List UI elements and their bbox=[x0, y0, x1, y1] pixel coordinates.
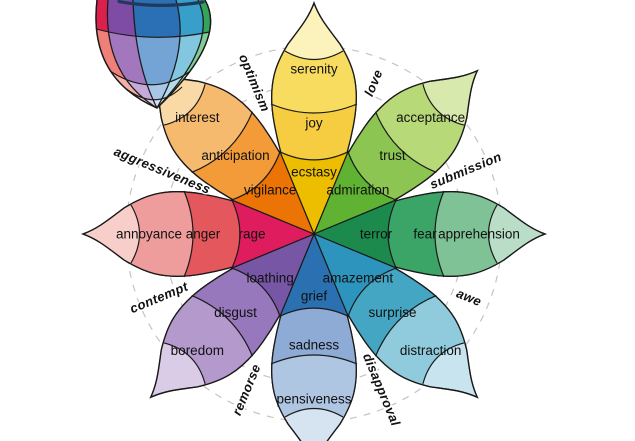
petal-segment-ecstasy bbox=[278, 150, 350, 236]
label-trust: trust bbox=[379, 148, 406, 163]
segment-divider bbox=[163, 83, 206, 126]
segment-divider bbox=[284, 50, 344, 60]
cone-edge bbox=[106, 0, 158, 109]
label-grief: grief bbox=[301, 289, 328, 304]
petal-hub-sadness bbox=[278, 232, 350, 318]
cone-cell-blue-2 bbox=[133, 29, 181, 108]
petal-segment-admiration bbox=[312, 150, 398, 236]
label-anger: anger bbox=[186, 227, 221, 242]
petal-hub-anticipation bbox=[230, 150, 316, 236]
segment-divider bbox=[183, 190, 194, 278]
petal-hub-surprise bbox=[312, 232, 398, 318]
cone-column-purple bbox=[107, 0, 157, 108]
cone-cell-cyan-2 bbox=[157, 29, 204, 108]
label-serenity: serenity bbox=[290, 62, 338, 77]
label-annoyance: annoyance bbox=[116, 227, 182, 242]
label-surprise: surprise bbox=[368, 305, 416, 320]
segment-divider bbox=[374, 111, 437, 174]
label-distraction: distraction bbox=[400, 343, 462, 358]
petal-segment-vigilance bbox=[230, 150, 316, 236]
cone-outline bbox=[95, 0, 212, 109]
label-boredom: boredom bbox=[171, 343, 224, 358]
cone-column-red bbox=[95, 0, 157, 108]
emotion-cone-3d bbox=[95, 0, 212, 109]
petal-hub-joy bbox=[278, 150, 350, 236]
segment-divider bbox=[163, 342, 206, 385]
segment-divider bbox=[191, 294, 254, 357]
segment-divider bbox=[422, 83, 465, 126]
label-vigilance: vigilance bbox=[244, 183, 297, 198]
cone-column-cyan bbox=[157, 0, 204, 108]
label-admiration: admiration bbox=[326, 183, 389, 198]
label-apprehension: apprehension bbox=[438, 227, 520, 242]
segment-divider bbox=[434, 190, 445, 278]
label-rage: rage bbox=[238, 227, 265, 242]
label-terror: terror bbox=[360, 227, 393, 242]
cone-edge bbox=[156, 0, 204, 109]
segment-divider bbox=[270, 103, 358, 114]
label-amazement: amazement bbox=[323, 270, 394, 285]
label-loathing: loathing bbox=[247, 270, 294, 285]
cone-ring-divider bbox=[109, 70, 190, 86]
cone-column-green bbox=[157, 0, 211, 108]
petal-hub-trust bbox=[312, 150, 398, 236]
segment-divider bbox=[270, 354, 358, 365]
petal-segment-amazement bbox=[312, 232, 398, 318]
label-interest: interest bbox=[175, 110, 220, 125]
cone-rim bbox=[117, 0, 205, 7]
cone-edge bbox=[132, 0, 158, 109]
petal-hub-anger bbox=[230, 198, 316, 270]
petal-segment-rage bbox=[230, 198, 316, 270]
label-joy: joy bbox=[304, 116, 323, 131]
label-sadness: sadness bbox=[289, 338, 340, 353]
label-disgust: disgust bbox=[214, 305, 257, 320]
petal-segment-terror bbox=[312, 198, 398, 270]
cone-cell-red-3 bbox=[96, 71, 157, 108]
cone-cell-purple-2 bbox=[107, 29, 157, 108]
segment-divider bbox=[130, 204, 140, 264]
petal-segment-loathing bbox=[230, 232, 316, 318]
label-pensiveness: pensiveness bbox=[276, 392, 351, 407]
segment-divider bbox=[191, 111, 254, 174]
cone-cell-green-2 bbox=[157, 29, 211, 108]
cone-edge bbox=[156, 0, 181, 109]
petal-hub-fear bbox=[312, 198, 398, 270]
segment-divider bbox=[374, 294, 437, 357]
petal-segment-grief bbox=[278, 232, 350, 318]
label-fear: fear bbox=[413, 227, 437, 242]
cone-ring-divider bbox=[96, 28, 210, 38]
petal-hub-disgust bbox=[230, 232, 316, 318]
label-anticipation: anticipation bbox=[201, 148, 269, 163]
segment-divider bbox=[488, 204, 498, 264]
segment-divider bbox=[422, 342, 465, 385]
segment-divider bbox=[284, 408, 344, 418]
label-ecstasy: ecstasy bbox=[291, 165, 337, 180]
cone-column-blue bbox=[133, 0, 181, 108]
label-acceptance: acceptance bbox=[396, 110, 465, 125]
